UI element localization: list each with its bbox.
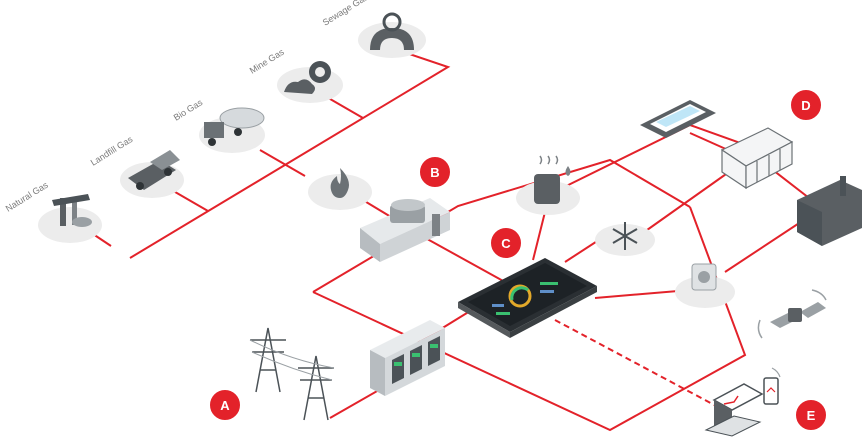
flame-icon — [330, 168, 349, 198]
badge-d-label: D — [801, 98, 810, 113]
sewage-gas-label: Sewage Gas — [321, 0, 370, 28]
pool-icon — [640, 100, 716, 138]
snowflake-icon — [612, 222, 638, 250]
cooling-node — [595, 222, 655, 256]
bio-gas-tanker-icon — [204, 107, 265, 146]
badge-e: E — [794, 398, 828, 432]
transmission-tower-icon — [249, 327, 335, 421]
socket-node — [675, 263, 735, 308]
factory-icon — [797, 176, 862, 246]
badge-c: C — [489, 226, 523, 260]
landfill-gas-node: Landfill Gas — [89, 134, 184, 198]
badge-b: B — [418, 155, 452, 189]
badge-b-label: B — [430, 165, 439, 180]
laptop-icon — [704, 383, 764, 437]
bio-gas-line — [259, 149, 306, 177]
gauge-icon — [508, 284, 532, 308]
flame-node — [308, 168, 372, 210]
control-tablet — [458, 258, 597, 338]
natural-gas-label: Natural Gas — [4, 180, 50, 214]
natural-gas-node: Natural Gas — [4, 180, 102, 243]
landfill-truck-icon — [128, 150, 180, 190]
badge-a-label: A — [220, 398, 230, 413]
tablet-to-laptop-dashed-line — [554, 319, 721, 409]
heater-icon — [534, 174, 560, 204]
chp-to-tablet-line — [419, 234, 506, 283]
mine-gas-label: Mine Gas — [248, 47, 286, 76]
natural-gas-pump-icon — [52, 194, 92, 227]
landfill-gas-label: Landfill Gas — [89, 134, 135, 168]
power-cabinets — [370, 320, 445, 396]
badge-a: A — [208, 388, 242, 422]
pool-to-greenhouse-line — [689, 132, 729, 151]
greenhouse-icon — [720, 127, 794, 190]
satellite-icon — [757, 289, 827, 339]
connection-lines — [74, 39, 824, 432]
droplet-icon — [565, 166, 571, 176]
mine-gas-gear-icon — [284, 61, 331, 94]
chp-unit — [360, 198, 450, 262]
badge-e-label: E — [807, 408, 816, 423]
socket-to-tablet-line — [594, 289, 691, 299]
badge-c-label: C — [501, 236, 511, 251]
sewage-gas-node: Sewage Gas — [321, 0, 426, 58]
greenhouse-loop-line — [547, 123, 763, 236]
badge-d: D — [789, 88, 823, 122]
heater-node — [516, 155, 580, 215]
badges: A B C D E — [208, 88, 828, 432]
phone-icon — [763, 367, 781, 405]
sewage-valve-icon — [370, 12, 414, 50]
bio-gas-label: Bio Gas — [172, 97, 205, 123]
bio-gas-node: Bio Gas — [172, 97, 265, 153]
mine-gas-node: Mine Gas — [248, 47, 343, 103]
